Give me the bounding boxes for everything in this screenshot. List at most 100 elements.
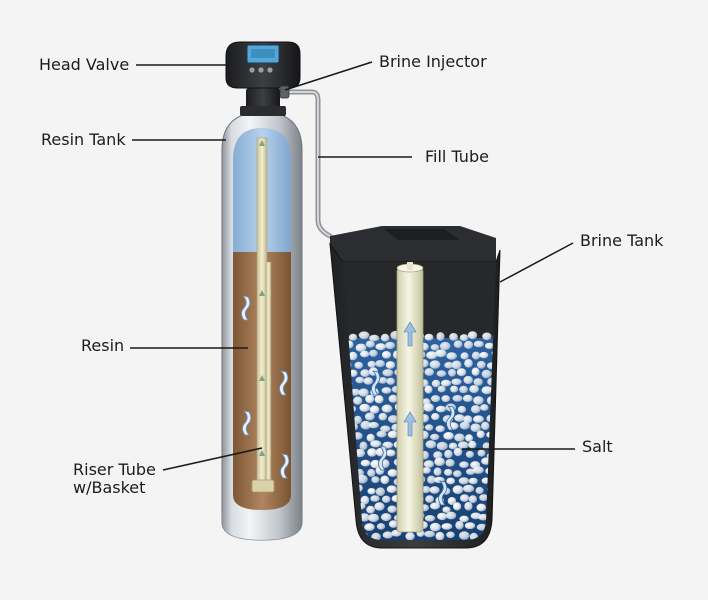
salt-pellet bbox=[365, 340, 375, 348]
salt-pellet bbox=[375, 343, 386, 351]
salt-pellet bbox=[457, 405, 467, 414]
salt-pellet bbox=[436, 370, 447, 377]
riser-basket bbox=[251, 479, 275, 493]
salt-pellet bbox=[471, 351, 481, 360]
salt-pellet bbox=[360, 350, 370, 358]
salt-pellet bbox=[481, 421, 490, 431]
salt-pellet bbox=[433, 467, 442, 476]
salt-pellet bbox=[441, 395, 451, 403]
salt-pellet bbox=[343, 505, 352, 512]
salt-pellet bbox=[382, 495, 391, 503]
salt-pellet bbox=[452, 485, 464, 494]
salt-pellet bbox=[348, 351, 358, 361]
salt-pellet bbox=[388, 520, 399, 528]
salt-pellet bbox=[451, 360, 462, 370]
salt-pellet bbox=[459, 385, 468, 394]
salt-pellet bbox=[382, 531, 393, 539]
salt-pellet bbox=[347, 531, 357, 540]
salt-pellet bbox=[449, 333, 458, 341]
leader-riser-tube bbox=[162, 447, 263, 471]
label-riser-tube-line2: w/Basket bbox=[73, 478, 146, 497]
label-riser-tube-line1: Riser Tube bbox=[73, 460, 156, 479]
salt-pellet bbox=[471, 367, 480, 376]
salt-pellet bbox=[445, 459, 455, 467]
salt-pellet bbox=[430, 344, 440, 351]
salt-pellet bbox=[367, 448, 377, 457]
salt-pellet bbox=[343, 487, 353, 495]
salt-pellet bbox=[370, 440, 382, 448]
salt-pellet bbox=[470, 423, 481, 433]
riser-tube bbox=[256, 137, 268, 489]
salt-pellet bbox=[444, 449, 453, 459]
salt-pellet bbox=[459, 461, 469, 469]
salt-pellet bbox=[387, 469, 398, 477]
salt-pellet bbox=[425, 495, 434, 503]
salt-pellet bbox=[363, 377, 374, 385]
salt-pellet bbox=[473, 415, 484, 423]
salt-pellet bbox=[492, 530, 496, 538]
salt-pellet bbox=[378, 377, 388, 384]
salt-pellet bbox=[435, 405, 447, 413]
salt-pellet bbox=[448, 442, 458, 450]
salt-pellet bbox=[468, 477, 478, 485]
salt-pellet bbox=[358, 331, 370, 340]
salt-pellet bbox=[465, 434, 474, 442]
salt-pellet bbox=[482, 442, 491, 451]
salt-pellet bbox=[440, 379, 452, 387]
salt-pellet bbox=[357, 474, 368, 484]
salt-pellet bbox=[444, 361, 454, 369]
salt-pellet bbox=[437, 385, 446, 393]
brine-well-flow-icon bbox=[403, 321, 417, 437]
salt-pellet bbox=[460, 352, 469, 360]
leader-lines bbox=[130, 61, 575, 471]
salt-pellet bbox=[375, 487, 385, 497]
salt-pellet bbox=[380, 425, 391, 433]
salt-pellet bbox=[450, 385, 459, 393]
salt-pellet bbox=[436, 332, 445, 341]
salt-pellet bbox=[470, 405, 481, 414]
salt-pellet bbox=[405, 532, 415, 540]
salt-pellet bbox=[353, 415, 362, 425]
salt-pellet bbox=[431, 413, 440, 421]
salt-pellet bbox=[476, 360, 486, 369]
salt-pellet bbox=[481, 386, 493, 395]
salt-pellet bbox=[463, 375, 473, 385]
salt-pellet bbox=[369, 334, 380, 342]
salt-pellet bbox=[446, 531, 455, 539]
salt-pellet bbox=[354, 361, 364, 369]
salt-pellet bbox=[381, 513, 392, 522]
salt-pellet bbox=[458, 477, 470, 485]
salt-pellet bbox=[455, 520, 464, 530]
salt-pellet bbox=[385, 361, 396, 369]
salt-pellet bbox=[476, 430, 485, 439]
resin-tank bbox=[221, 111, 303, 541]
salt-pellet bbox=[423, 403, 434, 412]
salt-pellet bbox=[448, 368, 457, 377]
salt-pellet bbox=[421, 467, 431, 474]
salt-pellet bbox=[424, 424, 434, 431]
salt-pellets bbox=[343, 330, 496, 540]
salt-pellet bbox=[358, 388, 369, 397]
salt-pellet bbox=[387, 505, 397, 513]
salt-pellet bbox=[454, 414, 465, 422]
head-valve bbox=[225, 41, 301, 116]
label-resin: Resin bbox=[81, 336, 125, 355]
salt-pellet bbox=[382, 369, 394, 377]
salt-pellet bbox=[435, 425, 445, 433]
salt-pellet bbox=[360, 495, 370, 505]
salt-pellet bbox=[388, 415, 399, 424]
salt-pellet bbox=[453, 502, 462, 511]
salt-pellet bbox=[369, 349, 378, 357]
salt-pellet bbox=[473, 396, 484, 405]
salt-pellet bbox=[439, 341, 451, 351]
salt-pellet bbox=[463, 484, 475, 493]
salt-pellet bbox=[376, 523, 386, 530]
salt-pellet bbox=[484, 342, 495, 350]
salt-pellet bbox=[343, 523, 355, 530]
salt-pellet bbox=[435, 349, 447, 358]
salt-pellet bbox=[367, 360, 376, 368]
salt-pellet bbox=[386, 485, 397, 494]
salt-pellet bbox=[366, 505, 375, 514]
salt-pellet bbox=[381, 387, 392, 394]
